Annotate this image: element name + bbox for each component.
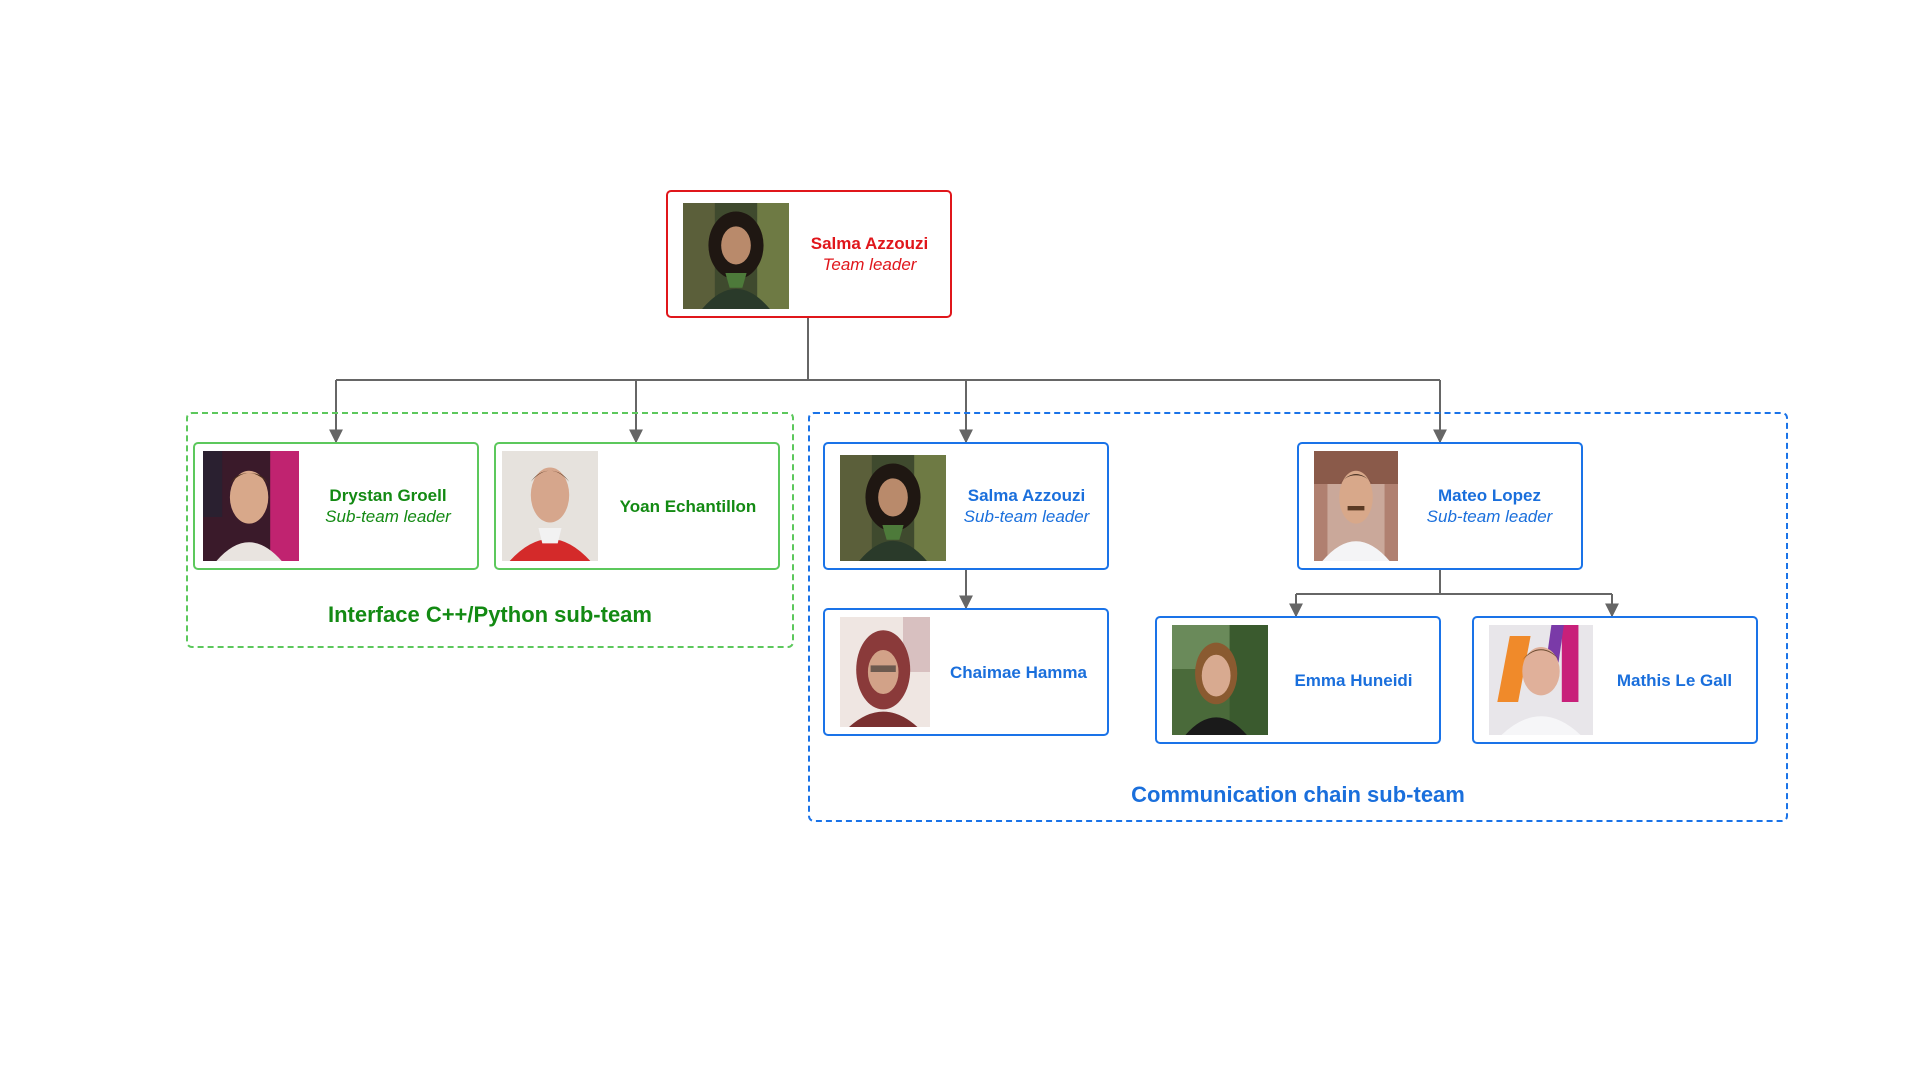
- communication-subteam-title: Communication chain sub-team: [1131, 782, 1465, 807]
- person-photo-icon: [683, 203, 789, 309]
- person-photo-icon: [1314, 451, 1398, 561]
- person-photo-icon: [203, 451, 299, 561]
- member-role: Sub-team leader: [325, 507, 451, 526]
- team-leader-name: Salma Azzouzi: [810, 234, 929, 253]
- team-leader-card: Salma Azzouzi Team leader: [666, 190, 952, 318]
- person-photo-icon: [1172, 625, 1268, 735]
- person-photo-icon: [840, 455, 946, 561]
- communication-subteam-group: Communication chain sub-team: [808, 412, 1788, 822]
- person-photo-icon: [840, 617, 930, 727]
- member-card-mathis: Mathis Le Gall: [1472, 616, 1758, 744]
- member-card-mateo: Mateo Lopez Sub-team leader: [1297, 442, 1583, 570]
- interface-subteam-group: Interface C++/Python sub-team: [186, 412, 794, 648]
- member-name: Chaimae Hamma: [949, 662, 1087, 682]
- member-card-drystan: Drystan Groell Sub-team leader: [193, 442, 479, 570]
- member-card-emma: Emma Huneidi: [1155, 616, 1441, 744]
- person-photo-icon: [502, 451, 598, 561]
- team-leader-role: Team leader: [822, 255, 917, 274]
- member-role: Sub-team leader: [963, 507, 1090, 526]
- member-name: Mathis Le Gall: [1616, 670, 1733, 690]
- member-card-yoan: Yoan Echantillon: [494, 442, 780, 570]
- member-name: Emma Huneidi: [1294, 670, 1413, 690]
- member-card-salma-sub: Salma Azzouzi Sub-team leader: [823, 442, 1109, 570]
- member-name: Salma Azzouzi: [967, 486, 1086, 505]
- member-role: Sub-team leader: [1426, 507, 1553, 526]
- person-photo-icon: [1489, 625, 1593, 735]
- member-name: Yoan Echantillon: [619, 496, 757, 516]
- member-name: Drystan Groell: [329, 486, 447, 505]
- member-name: Mateo Lopez: [1438, 486, 1541, 505]
- interface-subteam-title: Interface C++/Python sub-team: [328, 602, 652, 627]
- member-card-chaimae: Chaimae Hamma: [823, 608, 1109, 736]
